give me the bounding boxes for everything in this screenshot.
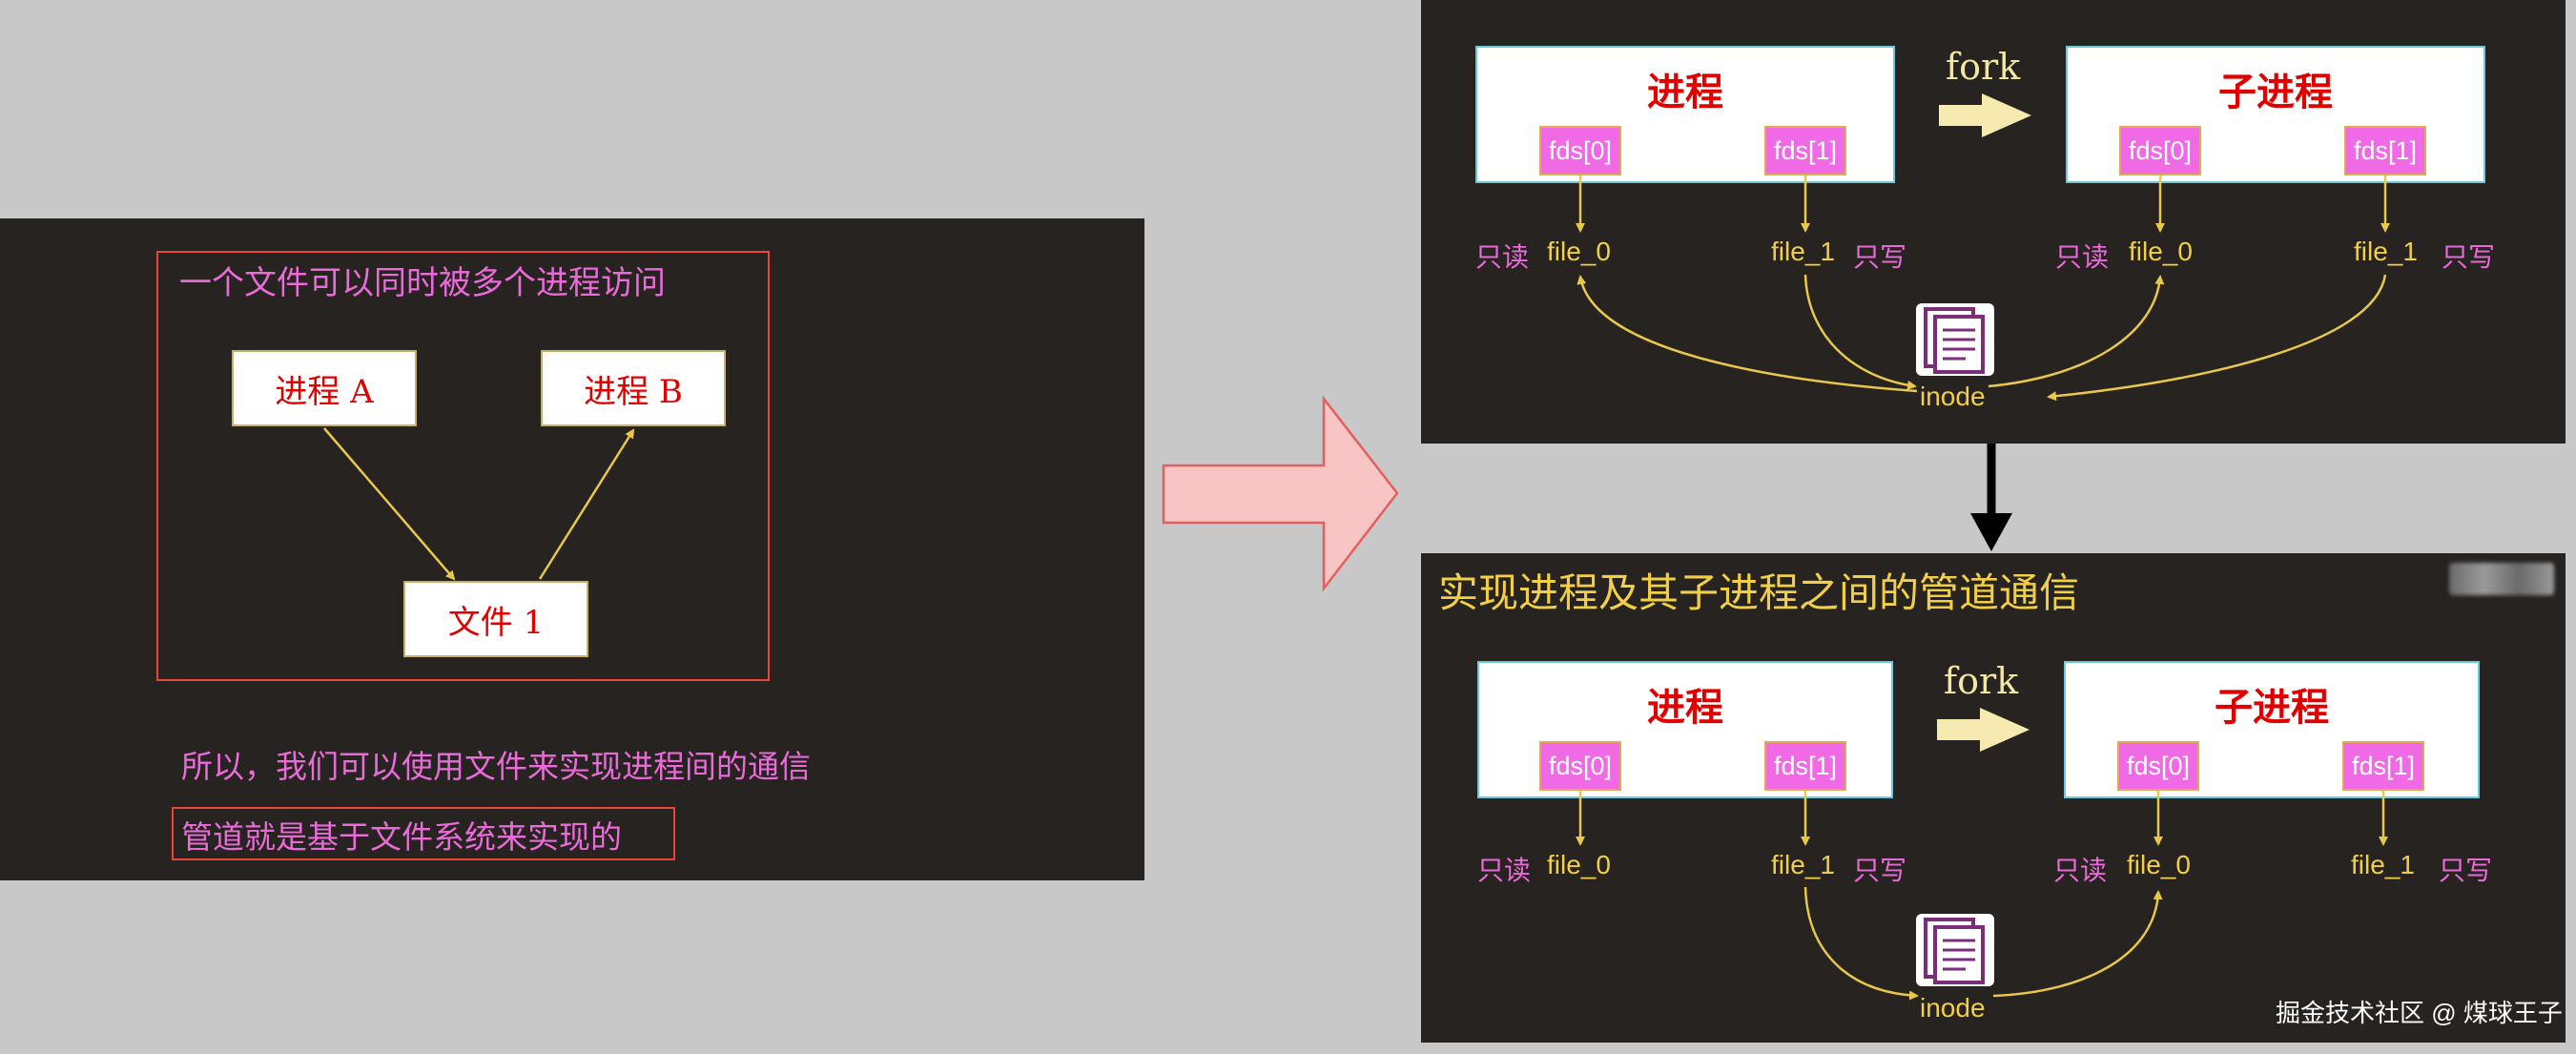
fork-label: fork — [1944, 660, 2019, 702]
pipe-note-frame — [172, 807, 675, 860]
parent-fds0: fds[0] — [1539, 741, 1621, 791]
parent-process-title: 进程 — [1647, 70, 1723, 114]
parent-file0-label: file_0 — [1547, 850, 1611, 879]
shared-file-frame — [156, 251, 770, 681]
left-slide: 一个文件可以同时被多个进程访问 进程 A 进程 B 文件 1 所以，我们可以使用… — [0, 218, 1144, 880]
fork-slide-top: 进程 fds[0] fds[1] fork 子进程 fds[0] fds[1] … — [1421, 0, 2566, 444]
parent-writeonly-label: 只写 — [1853, 856, 1907, 885]
conclusion-text: 所以，我们可以使用文件来实现进程间的通信 — [181, 748, 811, 785]
watermark: 掘金技术社区 @ 煤球王子 — [2276, 999, 2563, 1027]
pipe-note-text: 管道就是基于文件系统来实现的 — [181, 818, 622, 856]
child-process-title: 子进程 — [2215, 685, 2329, 730]
child-fds0: fds[0] — [2119, 126, 2201, 176]
parent-readonly-label: 只读 — [1477, 856, 1532, 885]
process-a-box: 进程 A — [232, 350, 417, 426]
parent-file1-label: file_1 — [1771, 850, 1835, 879]
pipe-slide-bottom: 实现进程及其子进程之间的管道通信 进程 fds[0] fds[1] fork 子… — [1421, 553, 2566, 1043]
inode-label: inode — [1920, 993, 1986, 1023]
parent-file0-label: file_0 — [1547, 237, 1611, 266]
file-1-box: 文件 1 — [403, 581, 588, 657]
child-file0-label: file_0 — [2127, 850, 2191, 879]
fork-label: fork — [1946, 46, 2021, 88]
frame-title: 一个文件可以同时被多个进程访问 — [179, 264, 666, 302]
inode-label: inode — [1920, 382, 1986, 411]
child-process-title: 子进程 — [2218, 70, 2333, 114]
child-file0-label: file_0 — [2129, 237, 2193, 266]
child-file1-label: file_1 — [2351, 850, 2415, 879]
parent-readonly-label: 只读 — [1475, 242, 1530, 272]
parent-process-title: 进程 — [1647, 685, 1723, 730]
parent-file1-label: file_1 — [1771, 237, 1835, 266]
parent-fds0: fds[0] — [1539, 126, 1621, 176]
parent-writeonly-label: 只写 — [1853, 242, 1907, 272]
child-writeonly-label: 只写 — [2442, 242, 2496, 272]
child-writeonly-label: 只写 — [2439, 856, 2493, 885]
child-fds1: fds[1] — [2342, 741, 2424, 791]
blurred-logo — [2449, 563, 2554, 595]
child-fds0: fds[0] — [2117, 741, 2199, 791]
child-file1-label: file_1 — [2354, 237, 2418, 266]
parent-fds1: fds[1] — [1764, 126, 1846, 176]
child-readonly-label: 只读 — [2055, 242, 2110, 272]
child-fds1: fds[1] — [2344, 126, 2426, 176]
child-readonly-label: 只读 — [2053, 856, 2108, 885]
parent-fds1: fds[1] — [1764, 741, 1846, 791]
file-document-icon — [1916, 914, 1994, 986]
file-document-icon — [1916, 303, 1994, 376]
slide-title: 实现进程及其子进程之间的管道通信 — [1438, 569, 2080, 616]
process-b-box: 进程 B — [541, 350, 726, 426]
